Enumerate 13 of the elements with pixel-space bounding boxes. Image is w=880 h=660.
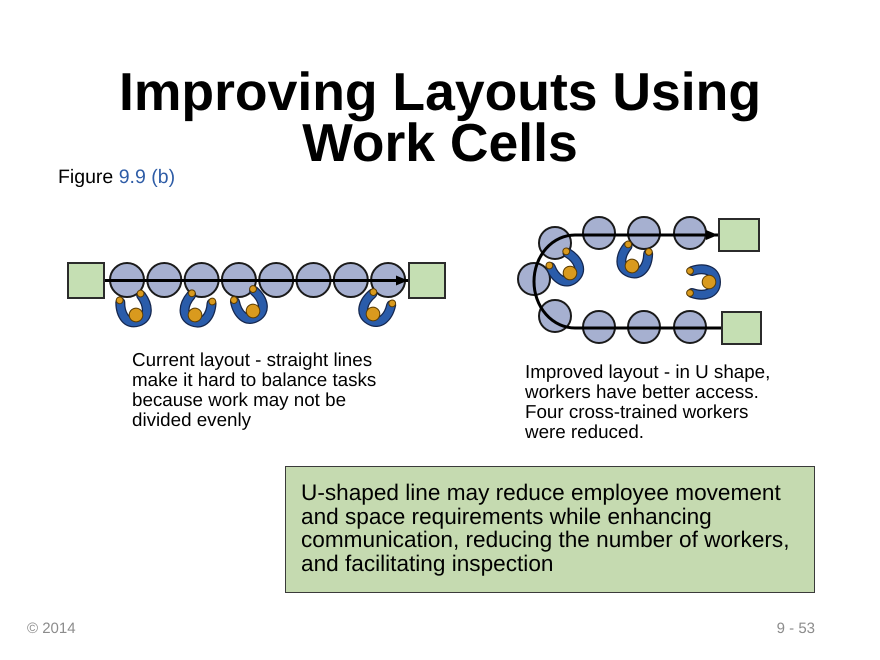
note-text: U-shaped line may reduce employee movement and space requirements while enhancing communication, reducing the number of workers, and facilitating inspection — [301, 481, 791, 576]
copyright-note: © 2014 — [27, 620, 76, 638]
station-box — [408, 262, 446, 299]
layout-caption: Improved layout - in U shape, workers have better access. Four cross-trained workers were reduced. — [525, 362, 772, 442]
figure-reference: Figure 9.9 (b) — [58, 166, 176, 188]
page-number: 9 - 53 — [776, 620, 815, 638]
station-box — [718, 218, 760, 252]
layout-caption: Current layout - straight lines make it hard to balance tasks because work may not be divided evenly — [132, 350, 378, 430]
flow-arrow — [105, 276, 408, 286]
note-box — [285, 466, 815, 593]
station-box — [721, 311, 762, 345]
slide-title: Improving Layouts Using Work Cells — [118, 67, 762, 169]
station-box — [67, 262, 105, 299]
